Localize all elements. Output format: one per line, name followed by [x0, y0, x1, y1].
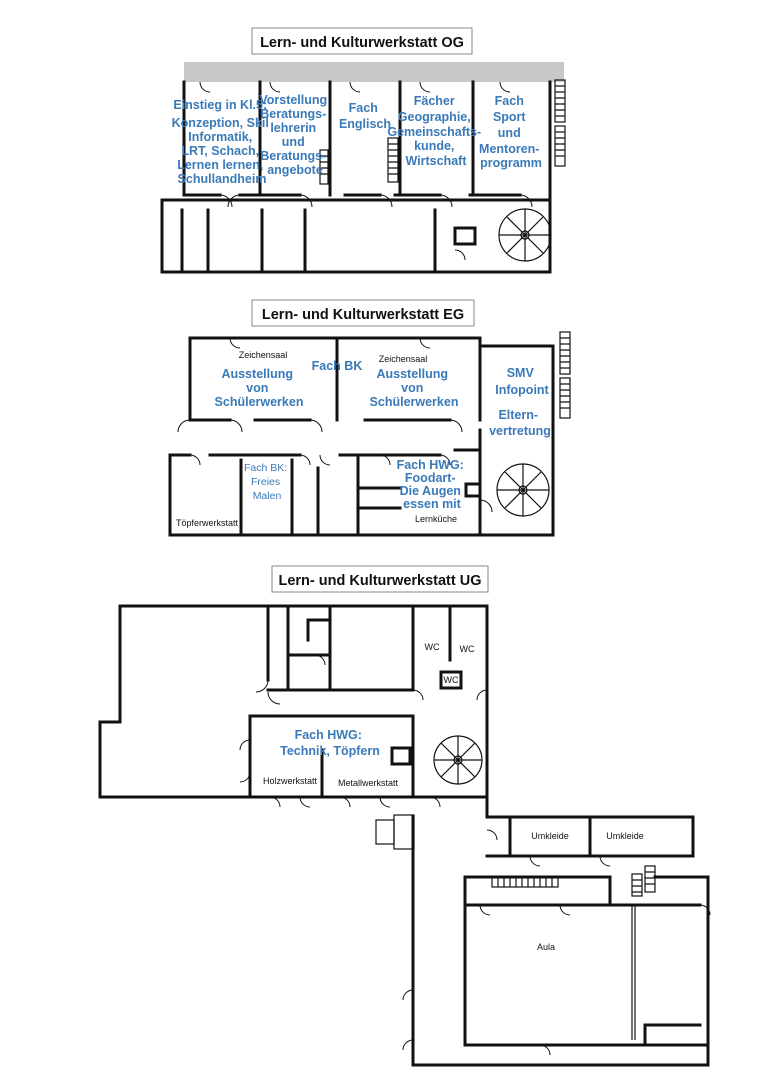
ug-spiral-stair: [433, 735, 483, 785]
og-side-walls: [182, 80, 552, 202]
eg-stairs-right: [559, 331, 571, 419]
floor-eg: Lern- und Kulturwerkstatt EG: [168, 299, 571, 537]
eg-ausstellung-right: Ausstellung von Schülerwerken: [370, 367, 459, 409]
ug-aula: Aula: [537, 942, 555, 952]
ug-umkleide-1: Umkleide: [531, 831, 569, 841]
eg-eltern: Eltern- vertretung: [489, 408, 551, 438]
eg-upper-walls: [188, 336, 482, 422]
ug-left-block: [98, 604, 252, 799]
ug-left-top: [118, 604, 270, 682]
ug-entrance-outer: [375, 819, 395, 845]
ug-wc-small: [439, 670, 463, 690]
ug-aula-walls: [463, 875, 710, 1047]
eg-kitchen-shelves: [356, 486, 402, 510]
og-room-sport: Fach Sport und Mentoren- programm: [479, 94, 543, 170]
eg-lower-partitions: [239, 453, 360, 537]
ug-metallwerkstatt: Metallwerkstatt: [338, 778, 399, 788]
eg-doors: [177, 337, 493, 513]
ug-title-box: [271, 565, 489, 593]
eg-title: Lern- und Kulturwerkstatt EG: [262, 307, 464, 323]
og-spiral-stair: [498, 208, 552, 262]
og-room-englisch: Fach Englisch: [339, 101, 391, 131]
ug-workshop-shaft: [390, 746, 412, 766]
eg-ausstellung-left: Ausstellung von Schülerwerken: [215, 367, 304, 409]
og-roof: [184, 62, 564, 82]
eg-spiral-stair: [496, 463, 550, 517]
floor-og: Lern- und Kulturwerkstatt OG: [160, 27, 566, 274]
og-title: Lern- und Kulturwerkstatt OG: [260, 35, 464, 51]
eg-zeichensaal-right: Zeichensaal: [379, 354, 428, 364]
ug-small-room: [306, 618, 332, 642]
og-doors: [199, 81, 533, 261]
ug-doors: [239, 654, 711, 1056]
ug-title: Lern- und Kulturwerkstatt UG: [278, 573, 481, 589]
floor-ug: Lern- und Kulturwerkstatt UG: [98, 565, 711, 1067]
og-stairs-beratung: [319, 149, 329, 185]
eg-lernkueche: Lernküche: [415, 514, 457, 524]
ug-top-horizontals: [266, 653, 415, 692]
og-stairs-right: [554, 79, 566, 167]
eg-zeichensaal-left: Zeichensaal: [239, 350, 288, 360]
eg-right-block: [478, 344, 555, 537]
ug-aula-corner: [643, 1023, 702, 1047]
eg-lower-outline: [168, 448, 482, 537]
ug-wc-3: WC: [444, 675, 459, 685]
eg-shaft: [464, 482, 482, 498]
eg-fach-bk: Fach BK: [312, 359, 363, 373]
ug-umkleide-2: Umkleide: [606, 831, 644, 841]
ug-aula-stage-line: [631, 905, 636, 1040]
ug-wc-1: WC: [425, 642, 440, 652]
ug-entrance: [393, 814, 415, 850]
ug-top-partitions: [286, 604, 452, 692]
og-room-einstieg: Einstieg in Kl.5: Konzeption, Skil Infor…: [172, 98, 273, 186]
ug-long-corridor: [411, 815, 710, 1067]
ug-aula-stairs: [491, 865, 656, 897]
ug-hwg: Fach HWG: Technik, Töpfern: [280, 728, 380, 758]
og-room-geo: Fächer Geographie, Gemeinschafts- kunde,…: [387, 94, 484, 168]
ug-holzwerkstatt: Holzwerkstatt: [263, 776, 318, 786]
eg-toepferwerkstatt: Töpferwerkstatt: [176, 518, 239, 528]
eg-smv: SMV Infopoint: [495, 366, 549, 397]
og-shaft: [453, 226, 477, 246]
eg-title-box: [251, 299, 475, 327]
ug-top-row: [266, 604, 489, 692]
og-room-beratung: Vorstellung Beratungs- lehrerin und Bera…: [259, 93, 330, 177]
ug-umkleide-walls: [485, 815, 695, 858]
og-title-box: [251, 27, 473, 55]
og-stairs-englisch: [387, 137, 399, 183]
eg-freies-malen: Fach BK: Freies Malen: [244, 462, 290, 502]
og-lower-partitions: [206, 208, 437, 274]
og-lower-walls: [160, 198, 552, 274]
eg-hwg: Fach HWG: Foodart- Die Augen essen mit: [397, 458, 468, 511]
og-dividers: [258, 80, 475, 197]
ug-wc-2: WC: [460, 644, 475, 654]
